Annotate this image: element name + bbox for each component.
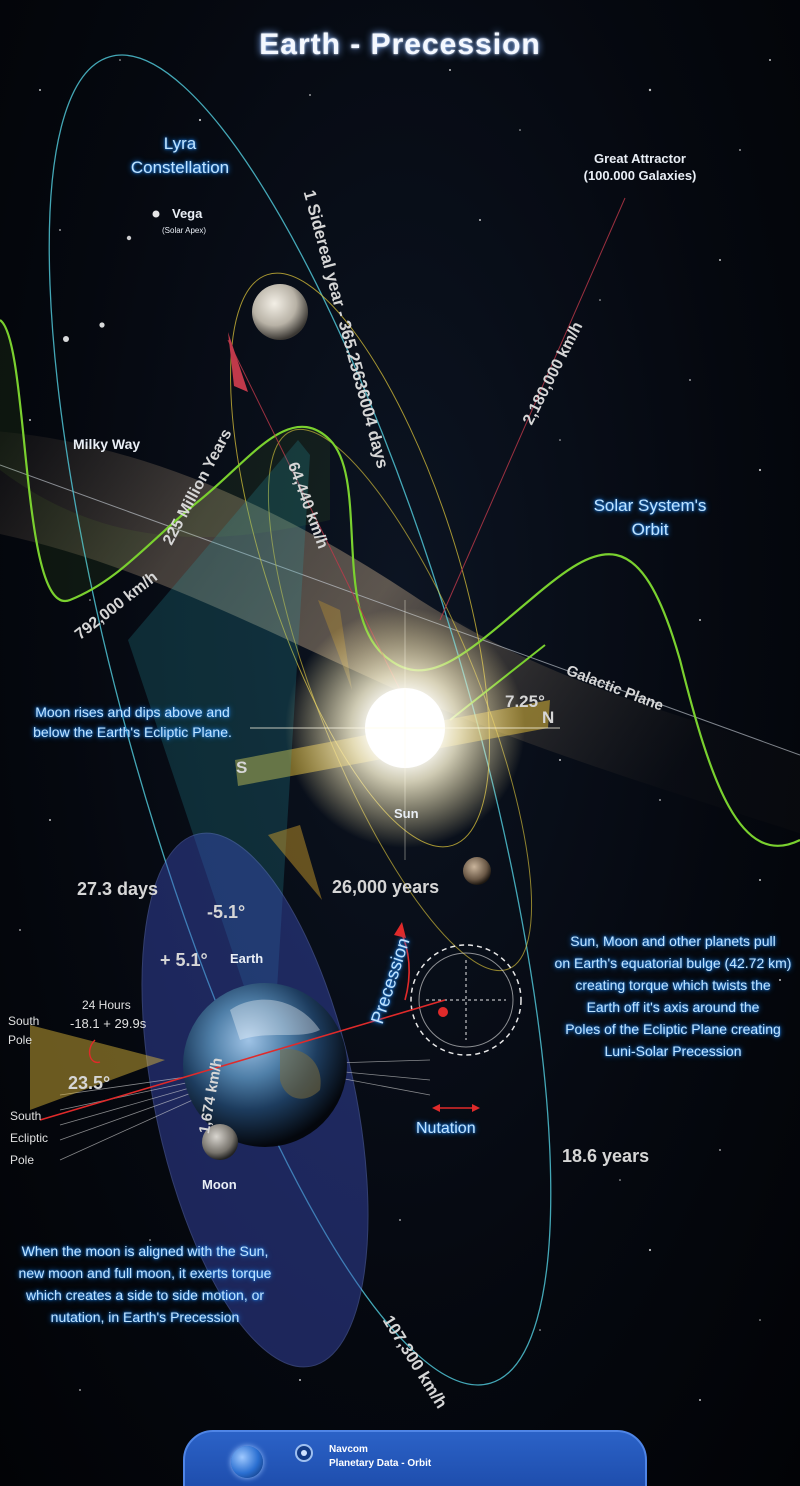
moon-label: Moon <box>202 1177 237 1192</box>
nutation-arrowhead-l <box>432 1104 440 1112</box>
axis-tip <box>438 1007 448 1017</box>
moon-period-label: 27.3 days <box>77 879 159 899</box>
moon-inclination-pos-label: + 5.1° <box>160 950 208 970</box>
nutation-caption: When the moon is aligned with the Sun, n… <box>18 1243 272 1325</box>
navcom-title: Navcom <box>329 1444 368 1455</box>
day-arrow <box>88 1039 101 1064</box>
moon-small <box>202 1124 238 1160</box>
lyra-stars <box>63 210 160 342</box>
moon-large <box>252 284 308 340</box>
south-ecliptic-pole-label: South Ecliptic Pole <box>10 1109 49 1167</box>
planet-small <box>463 857 491 885</box>
earth-axis <box>39 999 446 1121</box>
solar-system-orbit-wave <box>0 319 800 847</box>
south-mark: S <box>236 758 248 777</box>
great-attractor-label: Great Attractor (100.000 Galaxies) <box>583 151 697 183</box>
earth-land <box>280 1049 321 1099</box>
earth-globe <box>183 983 347 1147</box>
navcom-subtitle[interactable]: Planetary Data - Orbit <box>329 1458 432 1469</box>
star-field <box>19 59 781 1401</box>
page-title: Earth - Precession <box>259 28 541 61</box>
nodal-period-label: 18.6 years <box>562 1146 650 1166</box>
precession-period-label: 26,000 years <box>332 877 440 897</box>
earth-label: Earth <box>230 951 264 966</box>
south-pole-label: South Pole <box>8 1014 40 1047</box>
moon-plane-cone <box>128 440 310 1070</box>
lyra-label: Lyra Constellation <box>130 134 230 177</box>
day-length-value: -18.1 + 29.9s <box>70 1016 147 1031</box>
earth-clouds <box>230 999 320 1040</box>
nutation-arrowhead-r <box>472 1104 480 1112</box>
precession-arrowhead <box>394 922 406 938</box>
precession-cone <box>268 825 322 900</box>
nutation-label: Nutation <box>416 1120 476 1137</box>
great-attractor-line <box>439 197 626 621</box>
torque-caption: Sun, Moon and other planets pull on Eart… <box>554 933 792 1059</box>
axial-tilt-label: 23.5° <box>68 1073 111 1093</box>
lens-icon[interactable] <box>295 1444 313 1462</box>
milky-way-label: Milky Way <box>73 436 141 452</box>
day-length-label: 24 Hours <box>82 998 131 1012</box>
north-mark: N <box>542 708 555 727</box>
solar-orbit-label: Solar System's Orbit <box>593 496 707 539</box>
moon-inclination-neg-label: -5.1° <box>207 902 246 922</box>
sun-label: Sun <box>394 806 419 821</box>
orbit-yellow-1 <box>230 272 490 848</box>
axial-tilt-wedge <box>30 1025 165 1110</box>
vega-label: Vega <box>172 206 203 221</box>
moon-plane-caption: Moon rises and dips above and below the … <box>33 704 232 740</box>
navcom-bar[interactable]: Navcom Planetary Data - Orbit <box>183 1430 647 1486</box>
solar-orbit-fill <box>0 320 330 602</box>
globe-icon[interactable] <box>231 1446 263 1478</box>
solar-apex-arrow <box>228 332 248 392</box>
solar-apex-label: (Solar Apex) <box>162 226 207 235</box>
precession-gear <box>410 944 522 1056</box>
galactic-tilt-label: 7.25° <box>505 692 545 711</box>
